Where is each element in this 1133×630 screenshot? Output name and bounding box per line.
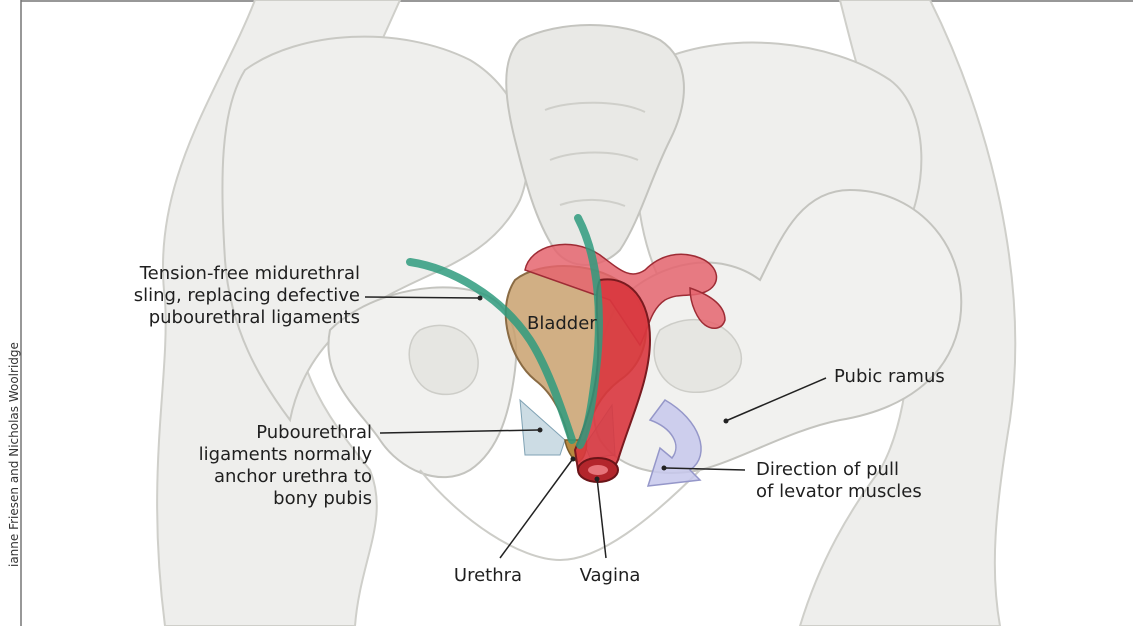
leader-vagina bbox=[597, 478, 606, 558]
leader-dot-pull bbox=[662, 466, 667, 471]
label-sling-line-2: sling, replacing defective bbox=[60, 285, 360, 307]
label-ligaments-line-2: ligaments normally bbox=[120, 444, 372, 466]
obturator-left bbox=[409, 325, 478, 394]
label-pull-line-1: Direction of pull bbox=[756, 459, 922, 481]
label-ligaments: Pubourethral ligaments normally anchor u… bbox=[120, 422, 372, 510]
label-ligaments-line-1: Pubourethral bbox=[120, 422, 372, 444]
label-pull: Direction of pull of levator muscles bbox=[756, 459, 922, 503]
label-urethra: Urethra bbox=[438, 565, 538, 587]
label-sling-line-3: pubourethral ligaments bbox=[60, 307, 360, 329]
image-credit: ianne Friesen and Nicholas Woolridge bbox=[7, 367, 21, 567]
label-vagina: Vagina bbox=[560, 565, 660, 587]
leader-dot-pubic-ramus bbox=[724, 419, 729, 424]
label-ligaments-line-4: bony pubis bbox=[120, 488, 372, 510]
leader-dot-urethra bbox=[571, 457, 576, 462]
vaginal-opening-inner bbox=[588, 465, 608, 475]
label-pubic-ramus: Pubic ramus bbox=[834, 366, 945, 388]
leader-dot-ligaments bbox=[538, 428, 543, 433]
leader-dot-sling bbox=[478, 296, 483, 301]
label-ligaments-line-3: anchor urethra to bbox=[120, 466, 372, 488]
label-bladder: Bladder bbox=[527, 313, 597, 335]
label-sling-line-1: Tension-free midurethral bbox=[60, 263, 360, 285]
leader-sling bbox=[365, 297, 478, 298]
leader-urethra bbox=[500, 460, 572, 558]
label-pull-line-2: of levator muscles bbox=[756, 481, 922, 503]
label-sling: Tension-free midurethral sling, replacin… bbox=[60, 263, 360, 329]
leader-dot-vagina bbox=[595, 477, 600, 482]
